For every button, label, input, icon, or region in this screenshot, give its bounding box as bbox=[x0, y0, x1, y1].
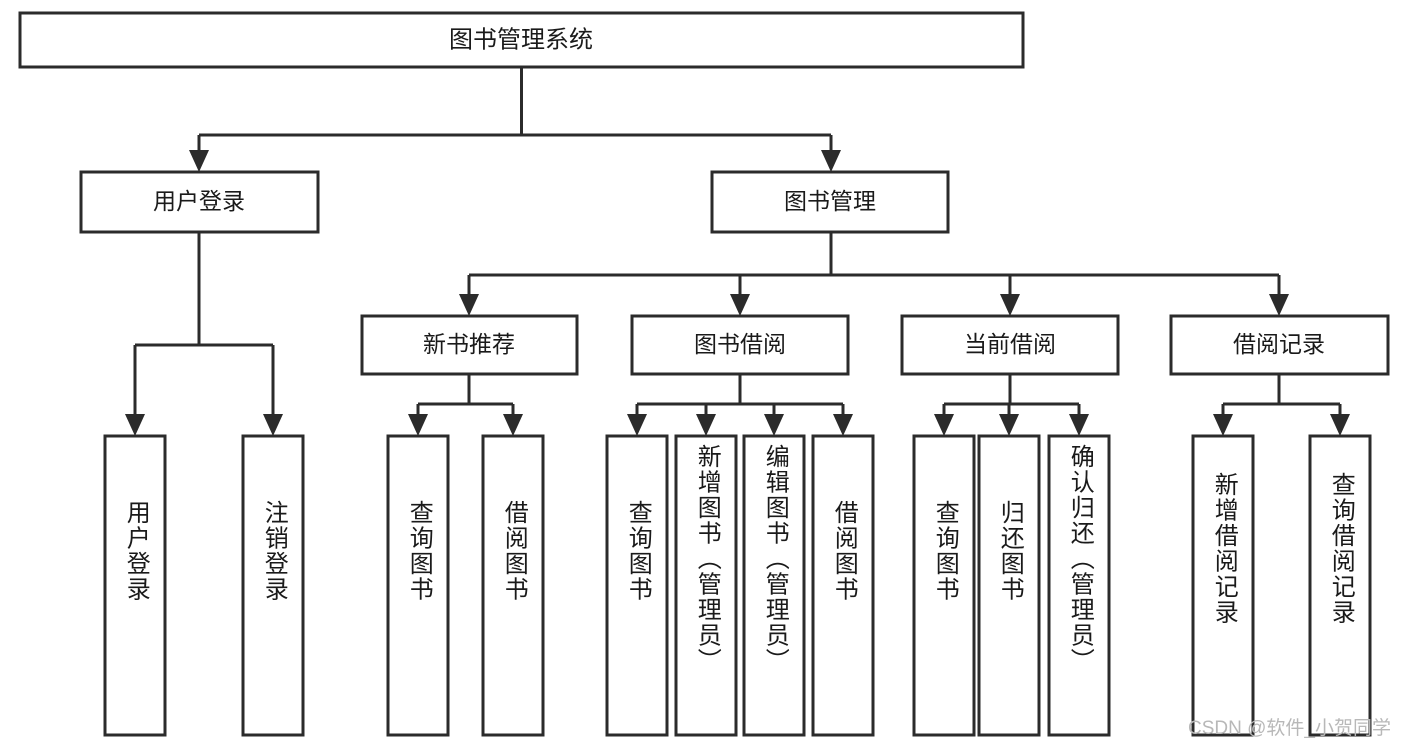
leaf-return-book-box[interactable] bbox=[977, 434, 1041, 737]
arrow-head-book-borrow bbox=[730, 294, 750, 316]
leaf-edit-book-box[interactable] bbox=[742, 434, 806, 737]
leaf-query-book-2-box[interactable] bbox=[605, 434, 669, 737]
leaf-query-book-3-box[interactable] bbox=[912, 434, 976, 737]
node-book-management-box[interactable] bbox=[710, 170, 950, 234]
node-book-borrow[interactable]: 图书借阅 bbox=[630, 314, 850, 376]
arrow-head-leaf-edit-book bbox=[764, 414, 784, 436]
leaf-query-record-box[interactable] bbox=[1308, 434, 1372, 737]
arrow-head-leaf-query-book-1 bbox=[408, 414, 428, 436]
leaf-boxes bbox=[103, 434, 1372, 737]
leaf-add-book-box[interactable] bbox=[674, 434, 738, 737]
arrow-head-leaf-confirm-return bbox=[1069, 414, 1089, 436]
node-root[interactable]: 图书管理系统 bbox=[18, 11, 1025, 69]
arrow-head-current-borrow bbox=[1000, 294, 1020, 316]
node-borrow-record-label: 借阅记录 bbox=[1233, 331, 1325, 357]
node-book-borrow-box[interactable] bbox=[630, 314, 850, 376]
node-current-borrow-box[interactable] bbox=[900, 314, 1120, 376]
arrow-head-leaf-logout bbox=[263, 414, 283, 436]
arrow-head-leaf-query-book-3 bbox=[934, 414, 954, 436]
node-root-box[interactable] bbox=[18, 11, 1025, 69]
leaf-borrow-book-2-box[interactable] bbox=[811, 434, 875, 737]
leaf-query-book-1-box[interactable] bbox=[386, 434, 450, 737]
node-current-borrow-label: 当前借阅 bbox=[964, 331, 1056, 357]
node-new-book-recommend-box[interactable] bbox=[360, 314, 579, 376]
node-user-login-box[interactable] bbox=[79, 170, 320, 234]
node-root-label: 图书管理系统 bbox=[449, 26, 593, 53]
leaf-user-login-box[interactable] bbox=[103, 434, 167, 737]
connector-layer bbox=[125, 67, 1350, 436]
arrow-head-leaf-query-book-2 bbox=[627, 414, 647, 436]
arrow-head-leaf-add-book bbox=[696, 414, 716, 436]
node-borrow-record[interactable]: 借阅记录 bbox=[1169, 314, 1390, 376]
leaf-add-record-box[interactable] bbox=[1191, 434, 1255, 737]
arrow-head-book-management bbox=[821, 150, 841, 172]
leaf-borrow-book-1-box[interactable] bbox=[481, 434, 545, 737]
node-borrow-record-box[interactable] bbox=[1169, 314, 1390, 376]
arrow-head-leaf-return-book bbox=[999, 414, 1019, 436]
node-book-management-label: 图书管理 bbox=[784, 188, 876, 214]
arrow-head-leaf-user-login bbox=[125, 414, 145, 436]
node-new-book-recommend[interactable]: 新书推荐 bbox=[360, 314, 579, 376]
arrow-head-leaf-borrow-book-2 bbox=[833, 414, 853, 436]
arrow-head-new-book-recommend bbox=[459, 294, 479, 316]
leaf-confirm-return-box[interactable] bbox=[1047, 434, 1111, 737]
node-user-login[interactable]: 用户登录 bbox=[79, 170, 320, 234]
arrow-head-borrow-record bbox=[1269, 294, 1289, 316]
arrow-head-user-login bbox=[189, 150, 209, 172]
node-current-borrow[interactable]: 当前借阅 bbox=[900, 314, 1120, 376]
arrow-head-leaf-add-record bbox=[1213, 414, 1233, 436]
node-book-borrow-label: 图书借阅 bbox=[694, 331, 786, 357]
node-book-management[interactable]: 图书管理 bbox=[710, 170, 950, 234]
leaf-logout-box[interactable] bbox=[241, 434, 305, 737]
arrow-head-leaf-query-record bbox=[1330, 414, 1350, 436]
arrow-head-leaf-borrow-book-1 bbox=[503, 414, 523, 436]
node-user-login-label: 用户登录 bbox=[153, 188, 245, 214]
node-new-book-recommend-label: 新书推荐 bbox=[423, 331, 515, 357]
